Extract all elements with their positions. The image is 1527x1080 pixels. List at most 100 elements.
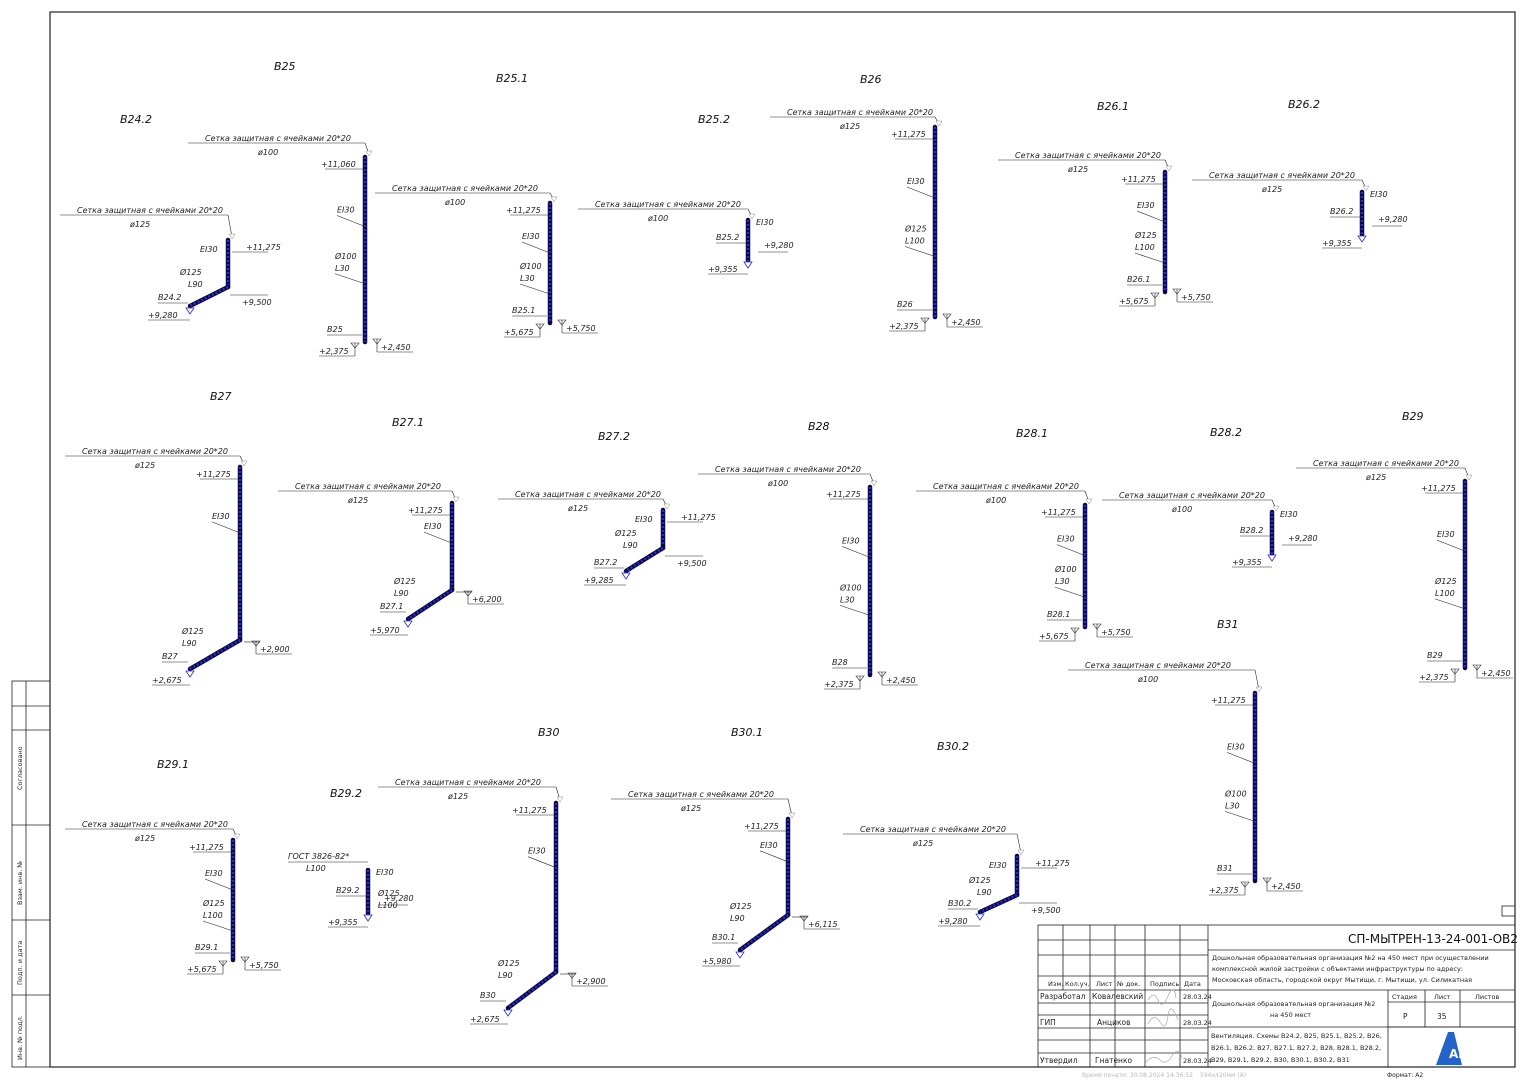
duct-length-label: L30 (840, 595, 855, 604)
fire-rating-label: EI30 (760, 841, 778, 850)
title-block: Изм. Кол.уч. Лист № док. Подпись Дата Ра… (1037, 924, 1518, 1079)
format-info: 594х420мм (А) (1200, 1072, 1246, 1079)
tb-sheet: 35 (1437, 1012, 1447, 1021)
top-elevation-label: +11,275 (1211, 696, 1246, 705)
duct-length-label: L90 (498, 971, 513, 980)
bottom-right-elevation: +5,750 (1101, 628, 1131, 637)
fire-rating-label: EI30 (1227, 742, 1245, 751)
top-elevation-label: +11,275 (506, 206, 541, 215)
fire-rating-label: EI30 (528, 847, 546, 856)
fire-rating-label: EI30 (907, 177, 925, 186)
top-elevation-label: +11,275 (408, 506, 443, 515)
fire-rating-label: EI30 (1137, 201, 1155, 210)
tb-role-3: Утвердил (1040, 1056, 1078, 1065)
signature-2 (1147, 1008, 1179, 1027)
fire-rating-label: EI30 (1280, 510, 1298, 519)
duct-diameter-label: ø125 (1365, 473, 1386, 482)
duct-size-label: Ø125 (614, 528, 637, 538)
fire-rating-label: EI30 (205, 869, 223, 878)
fire-rating-label: EI30 (212, 512, 230, 521)
duct-diameter-label: ø125 (447, 792, 468, 801)
tb-role-2: ГИП (1040, 1018, 1056, 1027)
duct-length-label: L90 (394, 589, 409, 598)
top-elevation-label: +11,275 (1421, 484, 1456, 493)
system-tag: В30.2 (948, 899, 971, 908)
system-tag: В30 (480, 991, 496, 1000)
system-tag: В29.1 (195, 943, 218, 952)
bottom-right-elevation: +2,450 (1481, 669, 1511, 678)
duct-length-label: L90 (182, 639, 197, 648)
duct-diameter-label: ø100 (257, 148, 278, 157)
tb-name-2: Анциков (1097, 1018, 1131, 1027)
duct-size-label: Ø125 (968, 875, 991, 885)
stamp-soglasovano: Согласовано (16, 746, 24, 790)
tb-h-ndok: № док. (1116, 980, 1140, 988)
bottom-left-elevation: +9,355 (1232, 558, 1262, 567)
tb-sheets-h: Листов (1475, 993, 1499, 1001)
duct-size-label: Ø100 (334, 251, 357, 261)
tb-object-2: комплексной жилой застройки с объектами … (1212, 965, 1463, 973)
duct-size-label: Ø125 (1434, 576, 1457, 586)
scheme-title: В28.2 (1210, 426, 1242, 439)
scheme-title: В27 (210, 390, 232, 403)
system-tag: В26.1 (1127, 275, 1150, 284)
stamp-podp-data: Подп. и дата (16, 941, 24, 985)
duct-diameter-label: ø125 (912, 839, 933, 848)
scheme-title: В26 (860, 73, 882, 86)
bottom-left-elevation: +9,355 (1322, 239, 1352, 248)
duct-size-label: Ø125 (904, 224, 927, 234)
mid-elevation-label: +9,500 (242, 298, 272, 307)
duct-size-label: Ø125 (181, 626, 204, 636)
duct-length-label: L30 (335, 264, 350, 273)
duct-size-label: Ø100 (1224, 788, 1247, 798)
bottom-elevation-label: +9,280 (938, 917, 968, 926)
bottom-right-elevation: +5,750 (1181, 293, 1211, 302)
bottom-left-elevation: +5,675 (1039, 632, 1069, 641)
fire-rating-label: EI30 (337, 206, 355, 215)
fire-rating-label: EI30 (1370, 190, 1388, 199)
tb-building-1: Дошкольная образовательная организация №… (1212, 1000, 1375, 1008)
scheme-title: В30.1 (731, 726, 763, 739)
bottom-elevation-label: +9,285 (584, 576, 614, 585)
fire-rating-label: EI30 (842, 536, 860, 545)
duct-length-label: L100 (1135, 243, 1155, 252)
system-tag: В26.2 (1330, 207, 1353, 216)
system-tag: В29 (1427, 651, 1443, 660)
duct-size-label: Ø100 (519, 261, 542, 271)
top-elevation-label: +11,275 (196, 470, 231, 479)
mid-elevation: +2,900 (260, 645, 290, 654)
scheme-title: В28.1 (1016, 427, 1048, 440)
duct-length-label: L100 (203, 911, 223, 920)
tb-role-1: Разработал (1040, 992, 1086, 1001)
tb-name-3: Гнатенко (1095, 1056, 1132, 1065)
bottom-right-elevation: +2,450 (886, 676, 916, 685)
duct-size-label: Ø125 (202, 898, 225, 908)
duct-diameter-label: ø125 (1067, 165, 1088, 174)
stamp-vzam: Взам. инв. № (16, 861, 24, 905)
tb-content-2: В26.1, В26.2, В27, В27.1, В27.2, В28, В2… (1211, 1044, 1381, 1052)
system-tag: В25.1 (512, 306, 535, 315)
system-tag: В27.2 (594, 558, 617, 567)
bottom-right-elevation: +2,450 (951, 318, 981, 327)
duct-length-label: L90 (977, 888, 992, 897)
gost-length-label: L100 (306, 864, 326, 873)
bottom-left-elevation: +2,375 (1419, 673, 1449, 682)
bottom-elevation-label: +2,675 (470, 1015, 500, 1024)
top-elevation-label: +11,275 (246, 243, 281, 252)
protective-net-label: Сетка защитная с ячейками 20*20 (787, 108, 933, 117)
tb-name-1: Ковалевский (1092, 992, 1143, 1001)
fire-rating-label: EI30 (1437, 530, 1455, 539)
duct-length-label: L90 (730, 914, 745, 923)
protective-net-label: Сетка защитная с ячейками 20*20 (715, 465, 861, 474)
duct-diameter-label: ø100 (985, 496, 1006, 505)
duct-length-label: L90 (188, 280, 203, 289)
top-elevation-label: +11,275 (1035, 859, 1070, 868)
